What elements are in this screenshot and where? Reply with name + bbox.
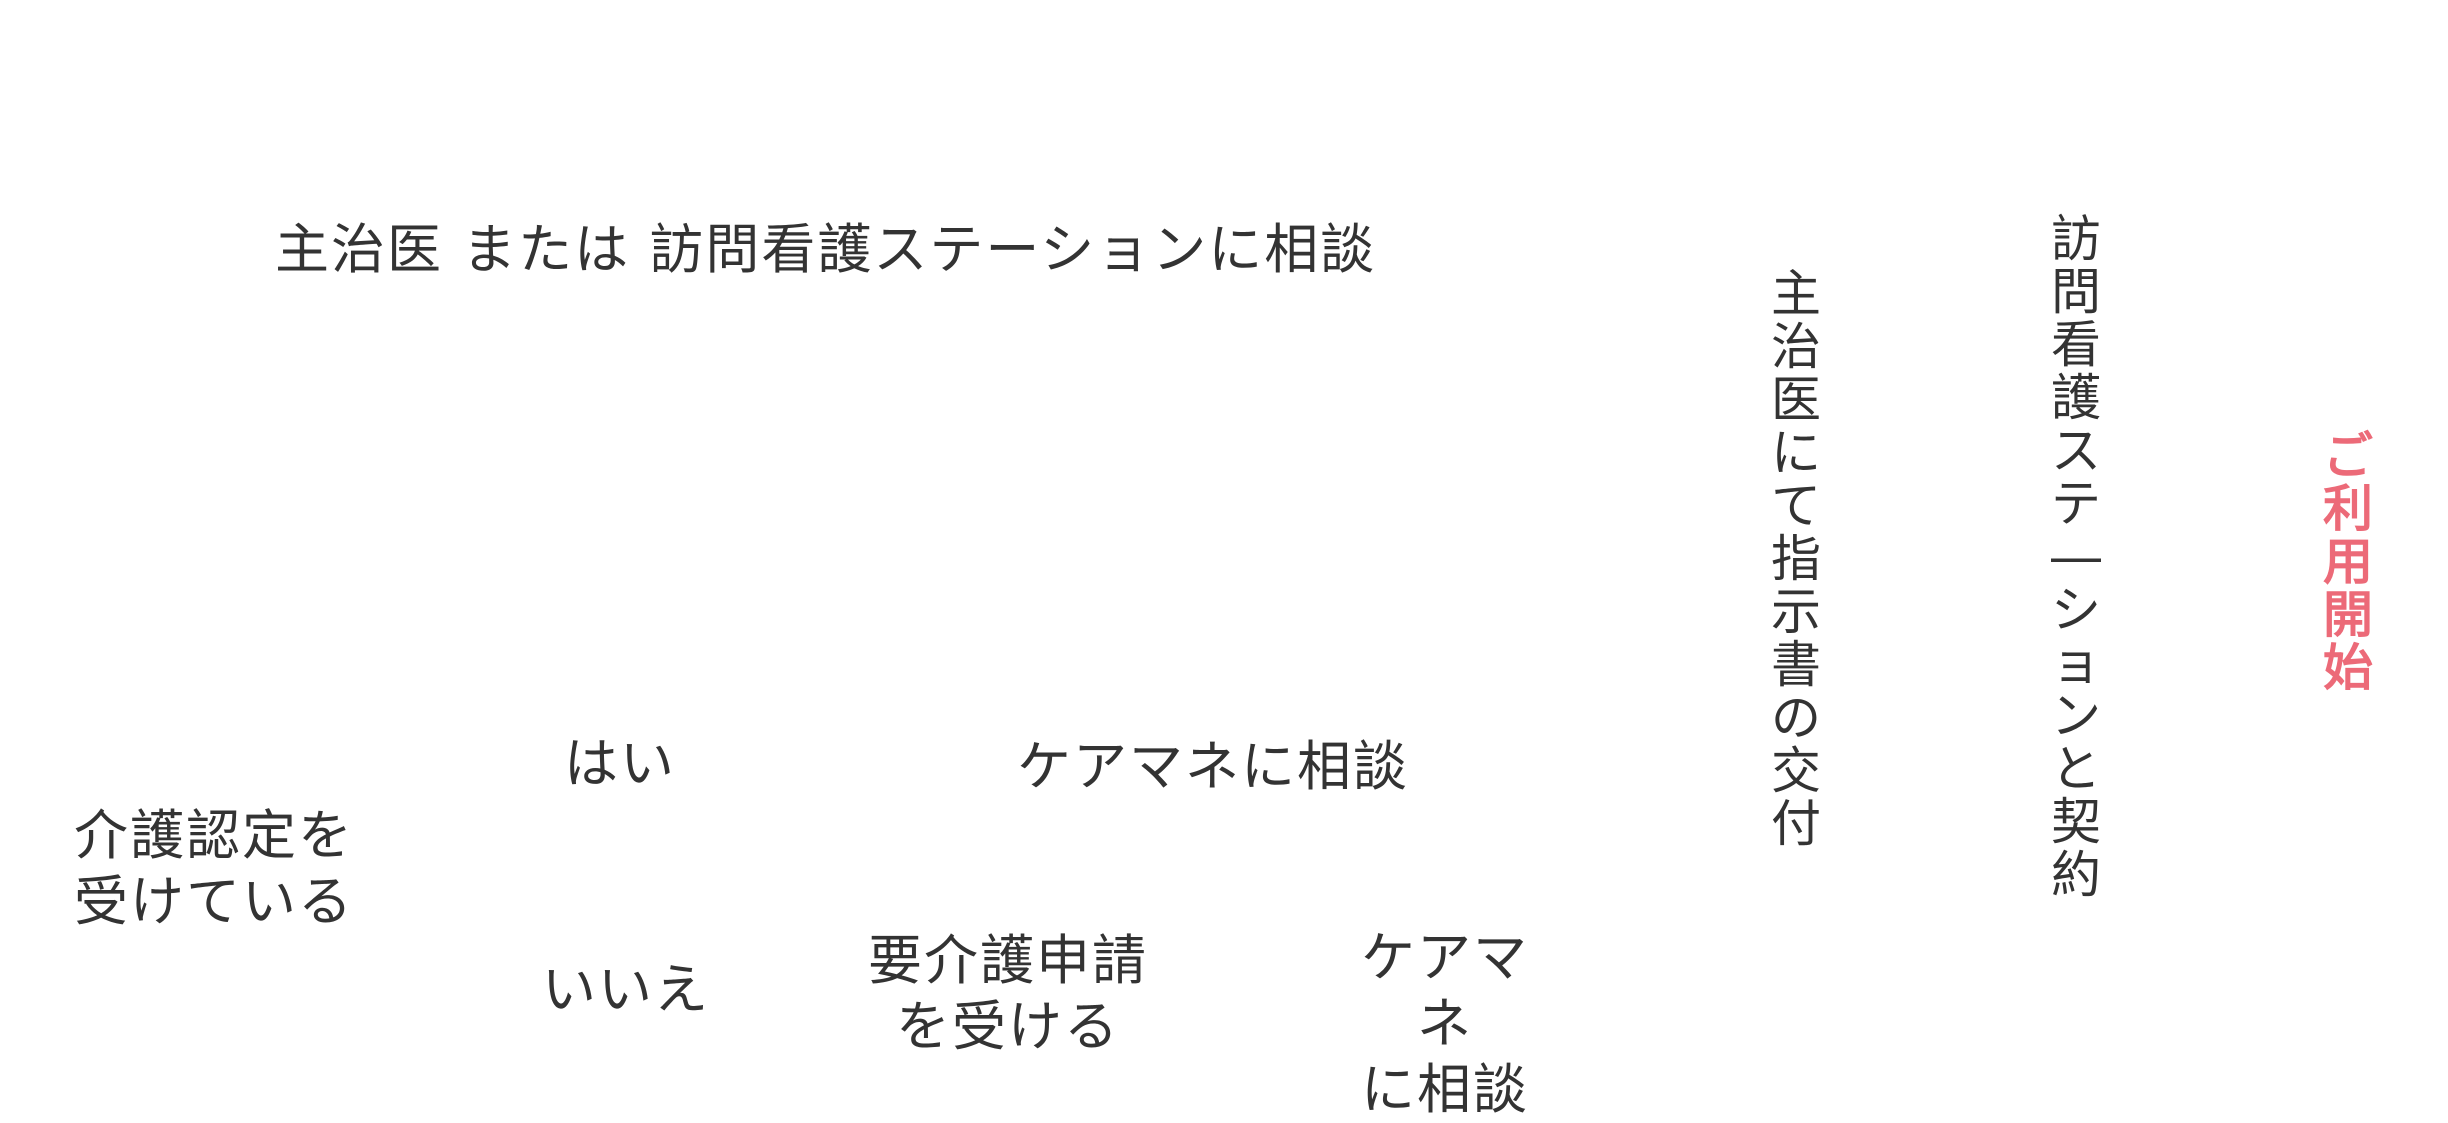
care-certification-question-line-2: 受けている	[74, 869, 354, 933]
doctor-instruction-step: 主治医にて指示書の交付	[1771, 265, 1823, 853]
consult-care-manager-step-line-2: に相談	[1361, 1057, 1529, 1121]
station-contract-step: 訪問看護ステ―ションと契約	[2051, 210, 2103, 904]
apply-care-certification-line-2: を受ける	[896, 994, 1120, 1058]
care-flow-diagram: 主治医 または 訪問看護ステーションに相談 介護認定を 受けている はい いいえ…	[74, 210, 2375, 1121]
consult-care-manager-step: ケアマネ に相談	[1334, 925, 1556, 1123]
consult-doctor-or-station-label: 主治医 または 訪問看護ステーションに相談	[275, 218, 1377, 281]
service-start-step: ご利用開始	[2323, 427, 2375, 697]
consult-care-manager-label: ケアマネに相談	[1017, 735, 1409, 798]
consult-care-manager-step-line-1: ケアマネ	[1361, 926, 1529, 1055]
yes-answer-label: はい	[564, 732, 676, 795]
care-certification-question-line-1: 介護認定を	[74, 804, 354, 867]
no-answer-label: いいえ	[542, 958, 710, 1021]
care-certification-question: 介護認定を 受けている	[74, 803, 354, 935]
apply-care-certification-line-1: 要介護申請	[868, 929, 1148, 992]
apply-care-certification-step: 要介護申請 を受ける	[867, 928, 1149, 1060]
